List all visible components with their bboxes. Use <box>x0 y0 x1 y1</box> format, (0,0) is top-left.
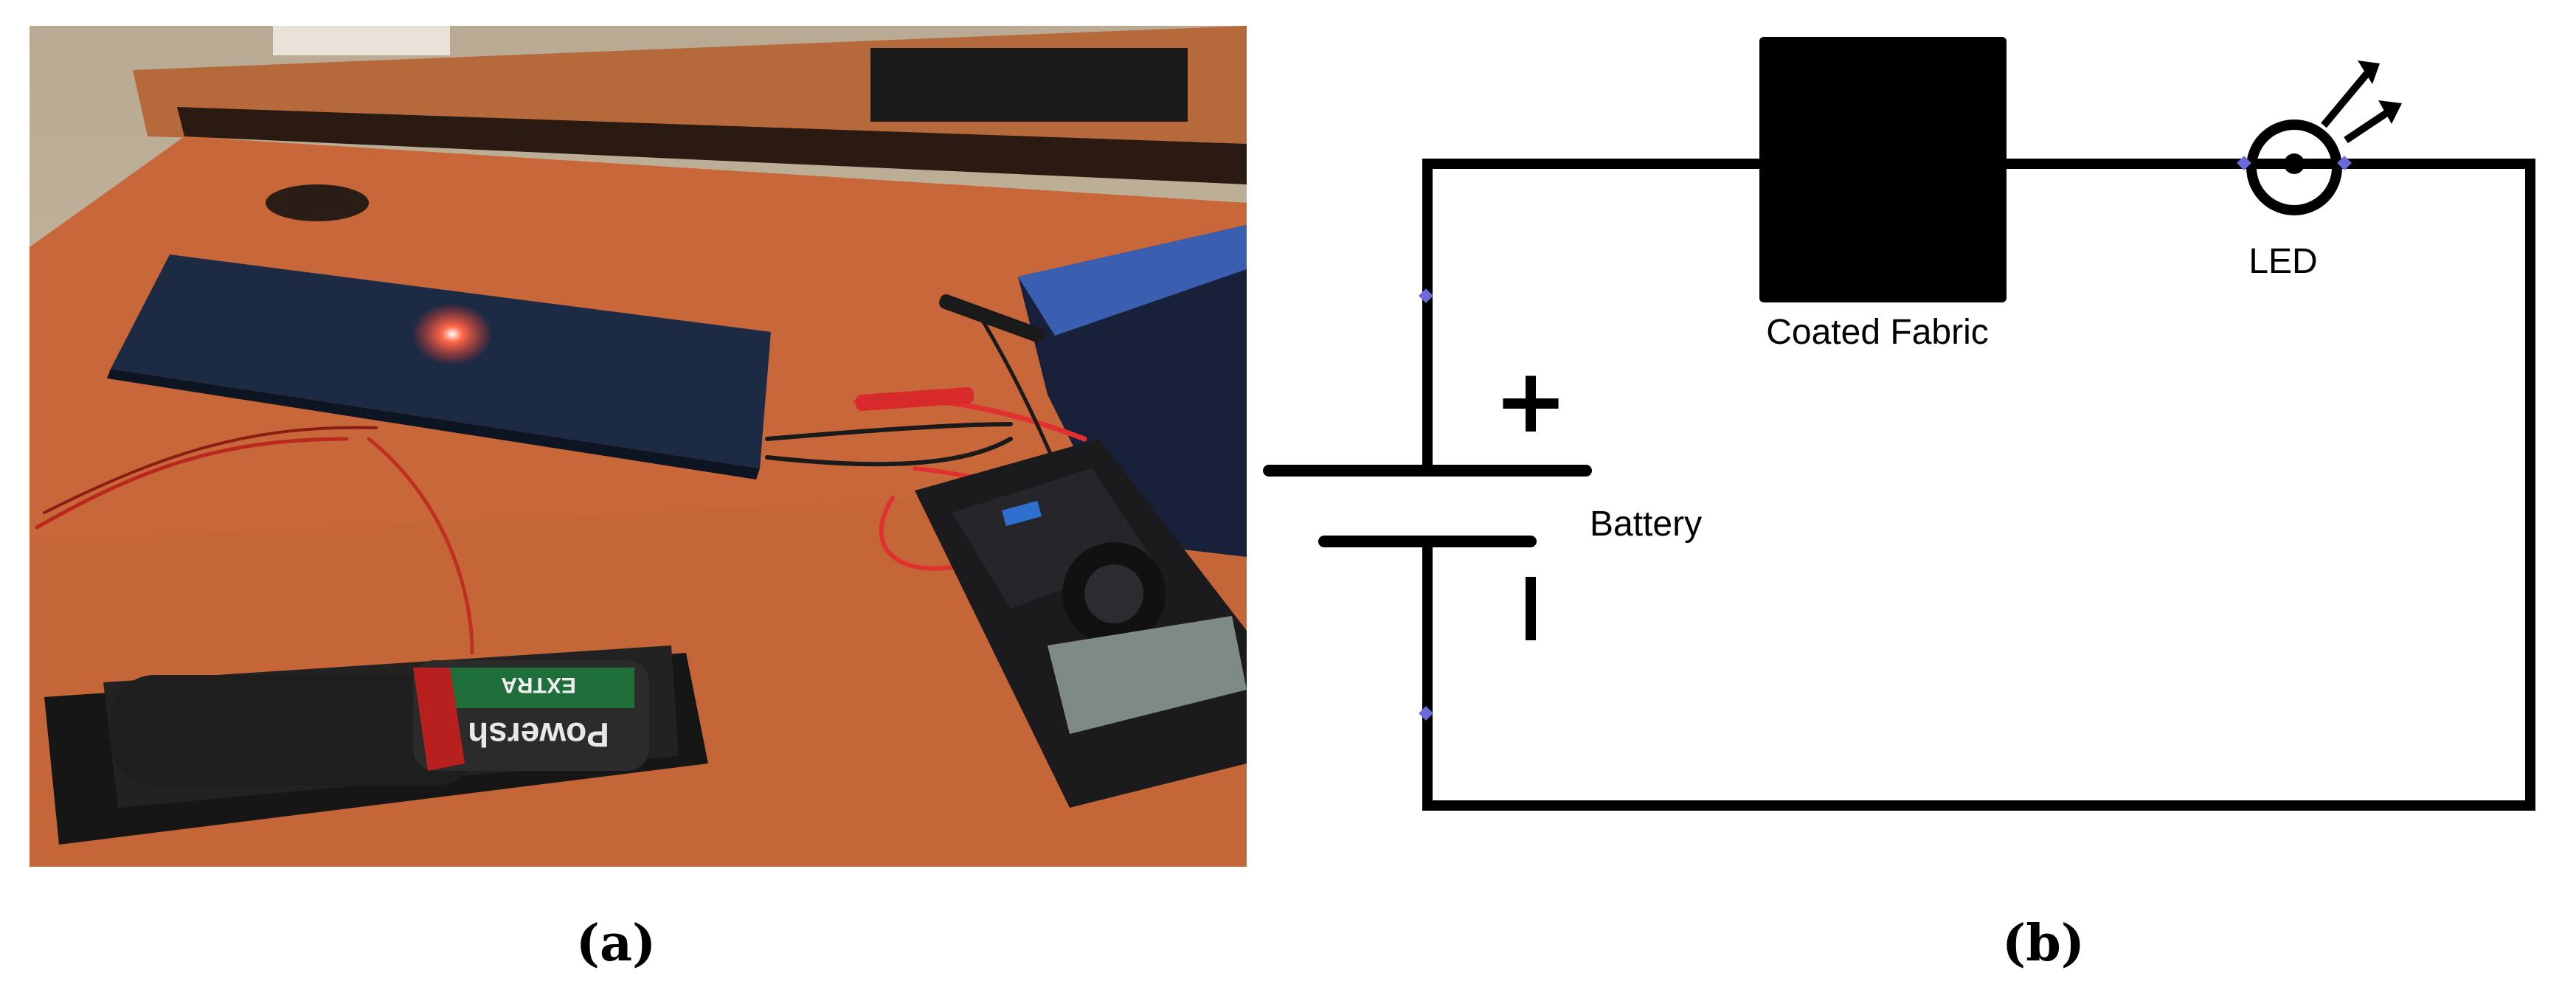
back-box <box>273 26 450 55</box>
led-label: LED <box>2248 242 2317 281</box>
panel-a-photo: Powersh EXTRA <box>30 26 1247 867</box>
coated-fabric-label: Coated Fabric <box>1766 313 1988 352</box>
battery-holder: Powersh EXTRA <box>44 645 708 845</box>
fabric-shadow <box>107 369 760 479</box>
junction-markers <box>1419 156 2352 721</box>
back-desk-edge <box>177 107 1247 184</box>
battery-plus-sign: + <box>1494 350 1568 453</box>
probe-red <box>855 387 974 412</box>
coated-fabric-block <box>1759 37 2007 302</box>
panel-b-caption: (b) <box>2002 914 2085 973</box>
panel-a-caption: (a) <box>575 914 657 973</box>
blue-bag-top <box>1018 225 1247 336</box>
battery-type-text: EXTRA <box>501 673 576 697</box>
desk-grommet <box>266 184 369 221</box>
led-symbol <box>2243 60 2402 215</box>
back-monitor-base <box>870 48 1188 122</box>
circuit-wires <box>1422 159 2535 811</box>
probe-black <box>939 294 1045 343</box>
battery-brand-text: Powersh <box>468 716 609 754</box>
multimeter <box>915 439 1247 808</box>
led-glow <box>412 303 493 365</box>
battery-label: Battery <box>1590 505 1702 544</box>
